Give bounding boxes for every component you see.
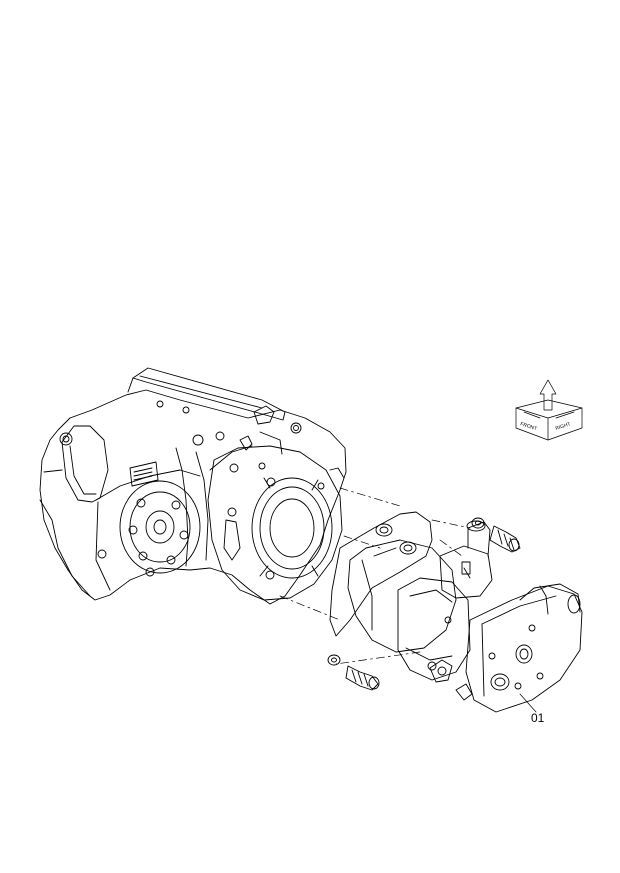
upper-bolt [471, 517, 521, 553]
orientation-icon [515, 379, 583, 441]
hydraulic-motor [329, 511, 583, 713]
right-label: RIGHT [555, 421, 572, 432]
pump-mount-housing [207, 445, 345, 601]
front-label: FRONT [519, 421, 537, 432]
gearbox-housing [39, 367, 347, 605]
callout-label-01: 01 [531, 711, 545, 725]
lower-bolt [327, 654, 380, 691]
